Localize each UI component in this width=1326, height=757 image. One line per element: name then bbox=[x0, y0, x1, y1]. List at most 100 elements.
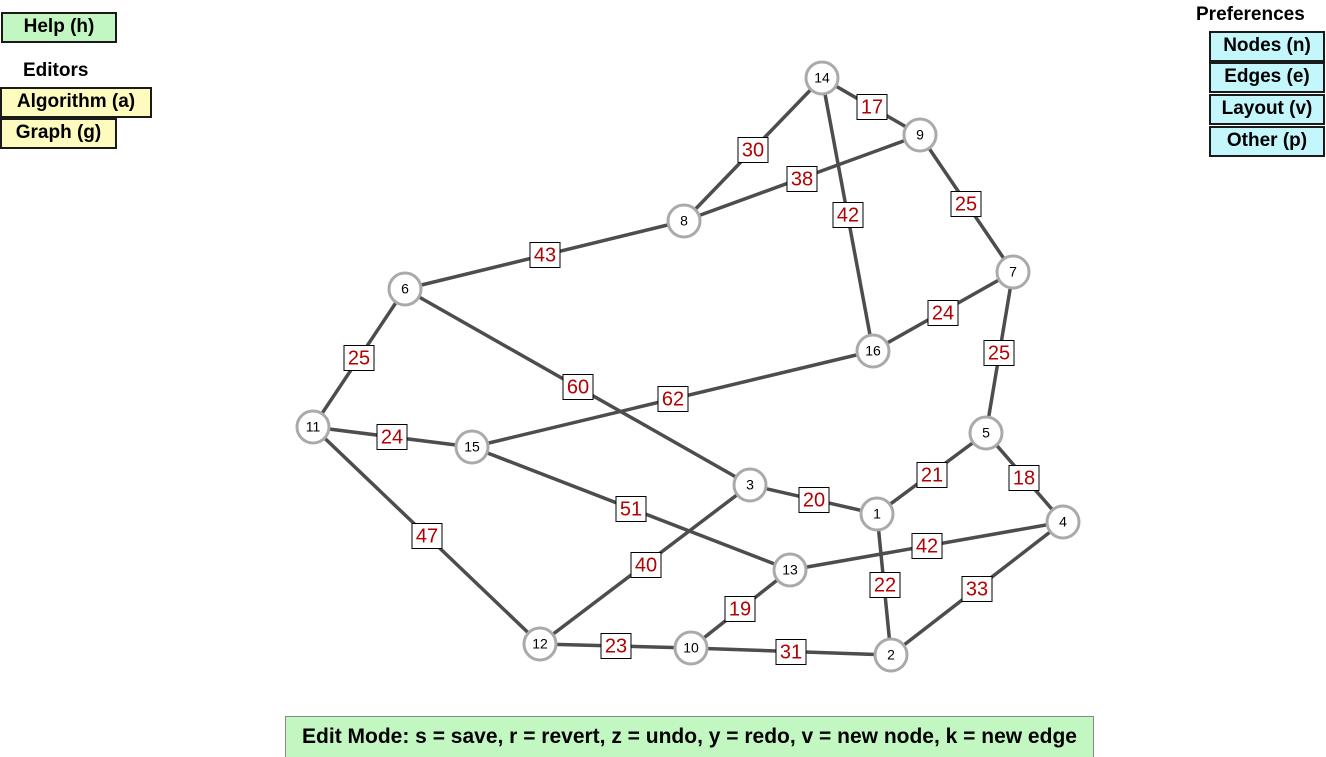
node-12[interactable]: 12 bbox=[522, 626, 558, 662]
edge-weight-11-15[interactable]: 24 bbox=[376, 424, 408, 450]
node-3[interactable]: 3 bbox=[732, 467, 768, 503]
edge-weight-15-16[interactable]: 62 bbox=[657, 386, 689, 412]
edge-weight-6-11[interactable]: 25 bbox=[343, 345, 375, 371]
edge-weight-label: 38 bbox=[791, 168, 813, 190]
edge-weight-box bbox=[630, 552, 662, 578]
edge-weight-8-9[interactable]: 38 bbox=[786, 166, 818, 192]
node-circle bbox=[666, 203, 702, 239]
edge-weight-box bbox=[600, 633, 632, 659]
node-label: 5 bbox=[982, 425, 990, 441]
node-15[interactable]: 15 bbox=[454, 429, 490, 465]
edge-weight-box bbox=[927, 300, 959, 326]
node-6[interactable]: 6 bbox=[387, 271, 423, 307]
edge-weight-14-8[interactable]: 30 bbox=[737, 137, 769, 163]
edge-weight-box bbox=[950, 191, 982, 217]
edge-weight-box bbox=[615, 496, 647, 522]
edge-weight-13-4[interactable]: 42 bbox=[911, 533, 943, 559]
node-circle bbox=[859, 496, 895, 532]
node-label: 12 bbox=[532, 636, 548, 652]
edge-weight-label: 31 bbox=[780, 641, 802, 663]
node-circle bbox=[772, 552, 808, 588]
status-bar: Edit Mode: s = save, r = revert, z = und… bbox=[285, 716, 1094, 757]
edge-weight-7-5[interactable]: 25 bbox=[983, 340, 1015, 366]
node-label: 10 bbox=[683, 640, 699, 656]
edge-weight-box bbox=[737, 137, 769, 163]
node-label: 8 bbox=[680, 213, 688, 229]
node-8[interactable]: 8 bbox=[666, 203, 702, 239]
edge-weight-10-2[interactable]: 31 bbox=[775, 639, 807, 665]
other-preferences-button[interactable]: Other (p) bbox=[1209, 126, 1325, 157]
edge-weight-14-9[interactable]: 17 bbox=[856, 94, 888, 120]
node-label: 6 bbox=[401, 281, 409, 297]
node-circle bbox=[454, 429, 490, 465]
edge-weight-2-4[interactable]: 33 bbox=[961, 576, 993, 602]
node-circle bbox=[804, 60, 840, 96]
edge-weight-box bbox=[657, 386, 689, 412]
edge-weight-14-16[interactable]: 42 bbox=[832, 202, 864, 228]
node-11[interactable]: 11 bbox=[295, 409, 331, 445]
graph-editor-button[interactable]: Graph (g) bbox=[0, 118, 117, 149]
edge-weight-6-3[interactable]: 60 bbox=[562, 374, 594, 400]
node-label: 9 bbox=[916, 127, 924, 143]
edge-weight-label: 21 bbox=[921, 464, 943, 486]
edge-weight-box bbox=[529, 242, 561, 268]
edge-weight-box bbox=[856, 94, 888, 120]
edge-weight-label: 17 bbox=[861, 96, 883, 118]
edge-weight-label: 22 bbox=[874, 574, 896, 596]
edge-weight-box bbox=[911, 533, 943, 559]
editors-heading: Editors bbox=[23, 60, 89, 81]
edge-weight-11-12[interactable]: 47 bbox=[411, 523, 443, 549]
node-label: 14 bbox=[814, 70, 830, 86]
edges-preferences-button[interactable]: Edges (e) bbox=[1209, 62, 1325, 93]
edge-weight-1-5[interactable]: 21 bbox=[916, 462, 948, 488]
edge-weight-label: 51 bbox=[620, 498, 642, 520]
edge-weight-5-4[interactable]: 18 bbox=[1008, 465, 1040, 491]
edge-weight-label: 47 bbox=[416, 525, 438, 547]
node-label: 13 bbox=[782, 562, 798, 578]
node-1[interactable]: 1 bbox=[859, 496, 895, 532]
edge-weight-1-2[interactable]: 22 bbox=[869, 572, 901, 598]
edge-weight-label: 42 bbox=[916, 535, 938, 557]
edge-weight-box bbox=[411, 523, 443, 549]
edge-weight-box bbox=[961, 576, 993, 602]
node-circle bbox=[902, 117, 938, 153]
edge-weight-box bbox=[562, 374, 594, 400]
node-13[interactable]: 13 bbox=[772, 552, 808, 588]
node-4[interactable]: 4 bbox=[1045, 504, 1081, 540]
node-16[interactable]: 16 bbox=[855, 333, 891, 369]
edge-weight-16-7[interactable]: 24 bbox=[927, 300, 959, 326]
nodes-preferences-button[interactable]: Nodes (n) bbox=[1209, 31, 1325, 62]
node-5[interactable]: 5 bbox=[968, 415, 1004, 451]
node-10[interactable]: 10 bbox=[673, 630, 709, 666]
algorithm-editor-button[interactable]: Algorithm (a) bbox=[0, 87, 152, 118]
node-circle bbox=[873, 637, 909, 673]
edge-weight-label: 23 bbox=[605, 635, 627, 657]
layout-preferences-button[interactable]: Layout (v) bbox=[1209, 94, 1325, 125]
edge-weight-label: 20 bbox=[803, 489, 825, 511]
edge-weight-label: 25 bbox=[955, 193, 977, 215]
edge-weight-12-3[interactable]: 40 bbox=[630, 552, 662, 578]
node-label: 1 bbox=[873, 506, 881, 522]
edge-weight-15-13[interactable]: 51 bbox=[615, 496, 647, 522]
node-9[interactable]: 9 bbox=[902, 117, 938, 153]
node-circle bbox=[522, 626, 558, 662]
edge-weight-box bbox=[983, 340, 1015, 366]
node-label: 15 bbox=[464, 439, 480, 455]
edge-weight-label: 60 bbox=[567, 376, 589, 398]
edge-weight-3-1[interactable]: 20 bbox=[798, 487, 830, 513]
edge-weight-6-8[interactable]: 43 bbox=[529, 242, 561, 268]
node-circle bbox=[732, 467, 768, 503]
preferences-heading: Preferences bbox=[1196, 4, 1305, 25]
node-7[interactable]: 7 bbox=[995, 254, 1031, 290]
edge-weight-label: 24 bbox=[381, 426, 403, 448]
edge-weight-12-10[interactable]: 23 bbox=[600, 633, 632, 659]
node-2[interactable]: 2 bbox=[873, 637, 909, 673]
edge-weight-9-7[interactable]: 25 bbox=[950, 191, 982, 217]
edge-weight-label: 19 bbox=[729, 598, 751, 620]
node-14[interactable]: 14 bbox=[804, 60, 840, 96]
help-button[interactable]: Help (h) bbox=[1, 12, 117, 43]
edge-weight-10-13[interactable]: 19 bbox=[724, 596, 756, 622]
